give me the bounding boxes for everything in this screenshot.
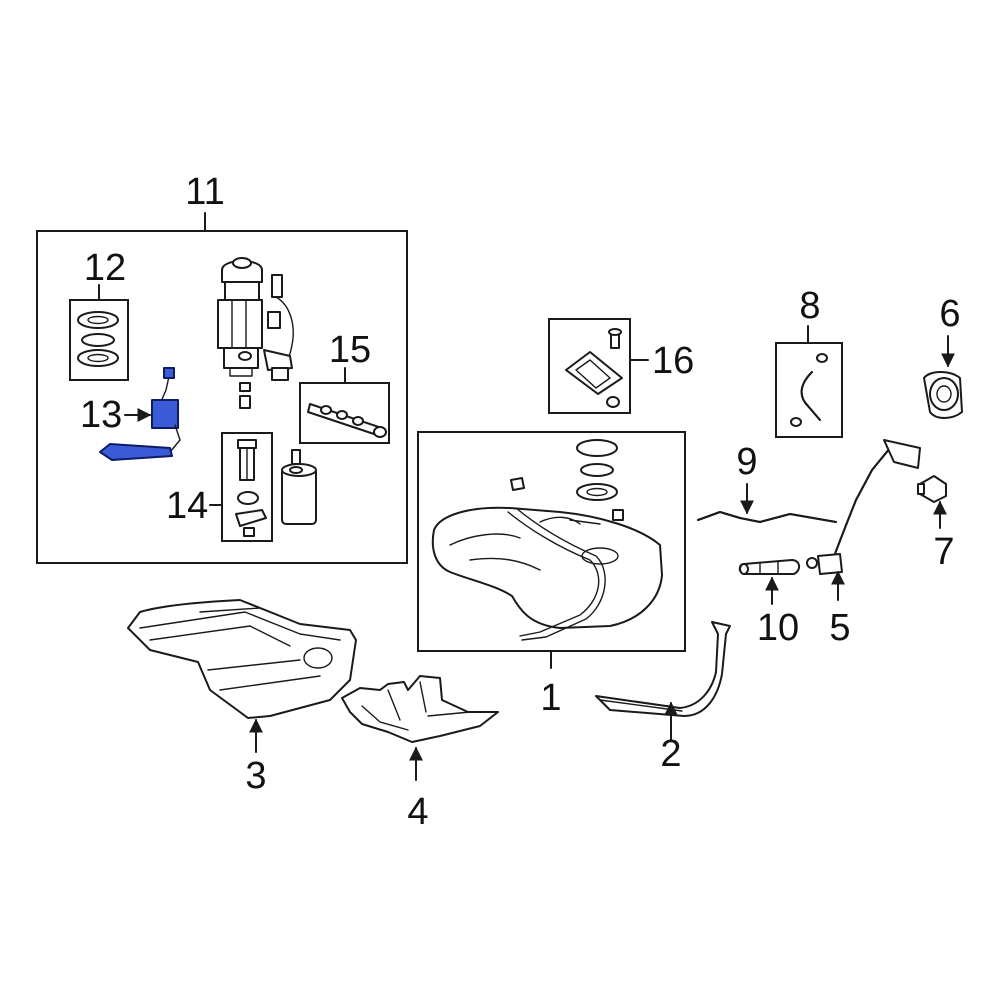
- assembly-frame-11: [36, 230, 408, 564]
- fuel-cap-group: 6: [923, 293, 963, 419]
- callout-2[interactable]: 2: [660, 733, 681, 775]
- fuel-tank-group: 1: [417, 431, 686, 719]
- pump-module-body: [217, 257, 294, 409]
- tank-shield-group: 3: [127, 599, 357, 797]
- access-cover-group: 16: [548, 318, 694, 414]
- heat-shield-part[interactable]: [341, 675, 499, 743]
- fuel-tube-part[interactable]: [307, 403, 387, 438]
- filler-hose-part[interactable]: [738, 559, 800, 575]
- sub-frame-14: [221, 432, 273, 542]
- vent-tube-group: 9: [697, 441, 837, 523]
- seal-kit-part[interactable]: [77, 311, 119, 367]
- fuel-cap-part[interactable]: [923, 371, 963, 419]
- callout-9[interactable]: 9: [736, 441, 757, 483]
- callout-5[interactable]: 5: [829, 607, 850, 649]
- callout-11[interactable]: 11: [185, 171, 224, 213]
- callout-4[interactable]: 4: [407, 791, 428, 833]
- callout-8[interactable]: 8: [799, 285, 820, 327]
- fuel-level-sender-part[interactable]: [99, 367, 181, 461]
- callout-1[interactable]: 1: [540, 677, 561, 719]
- fuel-pump-part[interactable]: [235, 439, 267, 537]
- filler-neck-part[interactable]: [806, 439, 921, 575]
- tank-seal-rings: [576, 439, 618, 501]
- filler-hose-group: 10: [738, 559, 800, 649]
- vent-line-group: 8: [775, 285, 843, 438]
- callout-7[interactable]: 7: [933, 531, 954, 573]
- fuel-tank-part[interactable]: [431, 506, 663, 641]
- callout-3[interactable]: 3: [245, 755, 266, 797]
- tank-strap-part[interactable]: [595, 621, 731, 717]
- filler-neck-group: 5: [806, 439, 921, 649]
- callout-14[interactable]: 14: [166, 485, 208, 527]
- heat-shield-group: 4: [341, 675, 499, 833]
- callout-13[interactable]: 13: [80, 394, 122, 436]
- callout-10[interactable]: 10: [757, 607, 799, 649]
- fuel-filter-part: [281, 449, 317, 525]
- callout-16[interactable]: 16: [652, 340, 694, 382]
- bolt-group: 7: [917, 475, 955, 573]
- pump-module-assembly-group: 11 12 13: [36, 171, 408, 564]
- callout-12[interactable]: 12: [84, 247, 126, 289]
- callout-6[interactable]: 6: [939, 293, 960, 335]
- sub-frame-16: [548, 318, 631, 414]
- sub-frame-8: [775, 342, 843, 438]
- tank-strap-group: 2: [595, 621, 731, 775]
- tank-shield-part[interactable]: [127, 599, 357, 719]
- vent-line-part[interactable]: [790, 353, 828, 427]
- access-cover-part[interactable]: [565, 328, 623, 408]
- bolt-part[interactable]: [917, 475, 947, 503]
- callout-15[interactable]: 15: [329, 329, 371, 371]
